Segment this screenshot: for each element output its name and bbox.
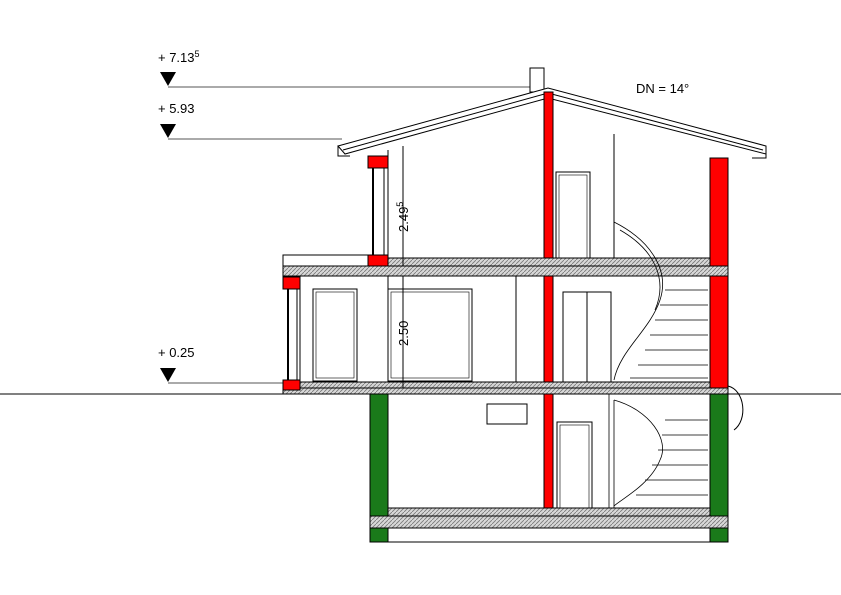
spiral-staircase <box>608 221 708 508</box>
chimney <box>529 67 545 93</box>
floor-screed <box>299 381 711 389</box>
window <box>312 288 358 382</box>
floor-screed <box>387 507 711 517</box>
dimension-upper: 2.495 <box>395 146 411 266</box>
wall-new <box>367 155 389 169</box>
floor-screed <box>387 257 711 267</box>
wall-new-central <box>543 91 554 518</box>
wall-existing-left <box>369 393 389 543</box>
basement-window <box>486 403 528 425</box>
wall-existing-right <box>709 393 729 543</box>
wall-new <box>282 276 301 290</box>
wall-new <box>282 379 301 391</box>
wall-new <box>367 254 389 268</box>
level-triangle-icon <box>160 368 176 382</box>
svg-text:2.50: 2.50 <box>396 321 411 346</box>
dimension-ground: 2.50 <box>396 276 411 388</box>
floor-slab-ground <box>282 387 729 395</box>
svg-text:+ 7.135: + 7.135 <box>158 49 200 65</box>
level-marker-top: + 7.135 <box>158 49 540 88</box>
floor-slab-upper <box>282 265 729 277</box>
door-swing <box>727 385 744 431</box>
level-triangle-icon <box>160 124 176 138</box>
level-triangle-icon <box>160 72 176 86</box>
level-marker-eave: + 5.93 <box>158 101 342 140</box>
door-basement <box>556 421 593 509</box>
svg-text:+ 0.25: + 0.25 <box>158 345 195 360</box>
floor-slab-basement <box>369 515 729 529</box>
door-upper <box>555 171 591 259</box>
svg-text:2.495: 2.495 <box>395 202 411 232</box>
roof-pitch-label: DN = 14° <box>636 81 689 96</box>
level-marker-floor: + 0.25 <box>158 345 284 384</box>
window <box>387 288 473 382</box>
svg-text:+ 5.93: + 5.93 <box>158 101 195 116</box>
